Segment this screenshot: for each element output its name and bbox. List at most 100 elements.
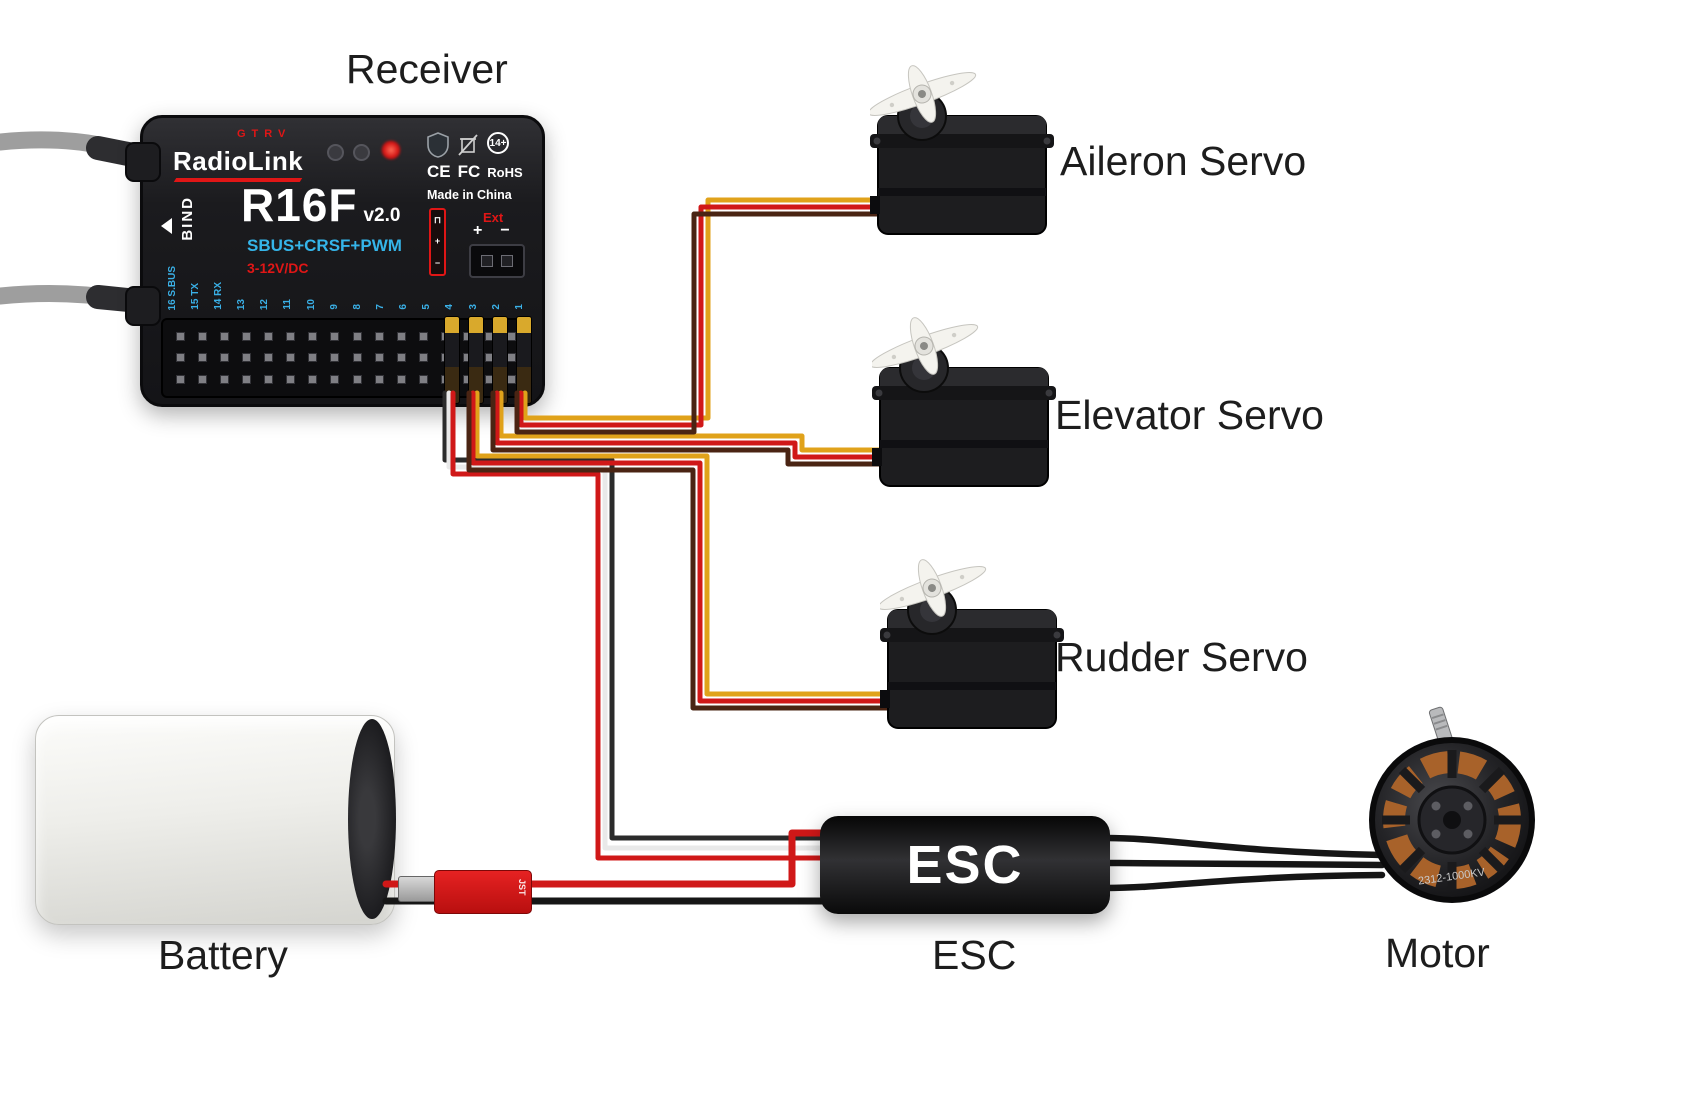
jst-crimp [398,876,438,902]
rudder-servo-label: Rudder Servo [1055,634,1308,680]
aileron-servo [870,45,1055,235]
pin [264,374,274,384]
motor-label: Motor [1385,930,1490,976]
aileron-wire-red [518,204,889,428]
brushless-motor: 2312-1000KV [1369,706,1535,903]
pin [418,374,428,384]
age-mark: 14+ [487,132,509,154]
pin [286,353,296,363]
rudder-servo-wires [466,390,895,711]
model-name: R16F v2.0 [241,178,400,232]
esc-signal-wire-red [450,390,829,861]
pin [197,374,207,384]
pin [308,353,318,363]
servo-polarity-connector: ⊓ + − [429,208,446,276]
motor-wire-3 [1102,871,1386,892]
ext-pin [481,255,493,267]
ce-mark: CE [427,162,451,181]
status-button [353,144,370,161]
ext-connector [469,244,525,278]
esc-label: ESC [932,932,1017,978]
ext-pin [501,255,513,267]
esc-signal-wire-black [442,390,829,841]
pin [330,353,340,363]
certification-marks: CE FC RoHS [427,162,523,182]
protocols-text: SBUS+CRSF+PWM [247,236,402,255]
esc-module: ESC [820,816,1110,914]
brand-logo: RadioLink [173,146,304,176]
receiver-label: Receiver [346,46,508,92]
aileron-servo-label: Aileron Servo [1060,138,1307,184]
elevator-wire-brown [490,390,889,467]
bind-button [327,144,344,161]
aileron-wire-brown [514,211,889,435]
ext-minus: − [500,222,510,239]
pin [396,353,406,363]
polarity-signal: ⊓ [433,215,442,226]
elevator-servo [872,297,1057,487]
bind-arrow-icon [161,218,172,234]
antenna-port-top [125,142,161,182]
motor-wire-2 [1102,859,1386,869]
battery-wire-red [524,829,830,888]
ext-label: Ext [483,210,504,225]
motor-wire-1 [1102,834,1386,859]
battery-label: Battery [158,932,288,978]
esc-module-label: ESC [906,835,1024,895]
motor-slots [1382,750,1522,890]
voltage-text: 3-12V/DC [247,260,309,276]
motor-phase-wires [1102,834,1386,892]
rudder-servo [880,539,1065,729]
pin [175,353,185,363]
pin [219,353,229,363]
esc-signal-wire-white [446,390,829,851]
jst-label: JST [517,879,527,896]
model-version: v2.0 [363,205,401,226]
pin [264,332,274,342]
pin [197,332,207,342]
pin [219,332,229,342]
ext-polarity: + − [473,222,510,240]
aileron-servo-wires [514,197,889,435]
receiver-header-text: GTRV [237,128,292,140]
pin [374,374,384,384]
elevator-servo-wires [490,390,889,467]
rudder-wire-orange [474,390,895,697]
antenna-port-bottom [125,286,161,326]
pin [396,332,406,342]
elevator-servo-label: Elevator Servo [1055,392,1324,438]
pin [374,332,384,342]
pin [175,374,185,384]
motor-hub-center [1443,811,1461,829]
jst-connector: JST [434,870,532,914]
pin [241,353,251,363]
pin [330,374,340,384]
pin [197,353,207,363]
shield-icon [427,132,449,158]
weee-bin-icon [458,134,478,156]
pin [308,374,318,384]
pin [175,332,185,342]
pin [308,332,318,342]
polarity-minus: − [434,257,441,268]
made-in-text: Made in China [427,188,512,202]
pin [352,332,362,342]
pin [219,374,229,384]
rudder-wire-red [470,390,895,704]
pin [264,353,274,363]
pin [352,374,362,384]
rohs-mark: RoHS [487,165,523,180]
pin [241,374,251,384]
pin [418,332,428,342]
elevator-wire-orange [498,390,889,453]
receiver-module: GTRV RadioLink R16F v2.0 SBUS+CRSF+PWM 3… [125,115,545,407]
model-number: R16F [241,179,358,231]
aileron-wire-orange [522,197,889,421]
rudder-wire-brown [466,390,895,711]
polarity-plus: + [434,236,441,247]
status-led [381,140,401,160]
pin [396,374,406,384]
pin [286,332,296,342]
